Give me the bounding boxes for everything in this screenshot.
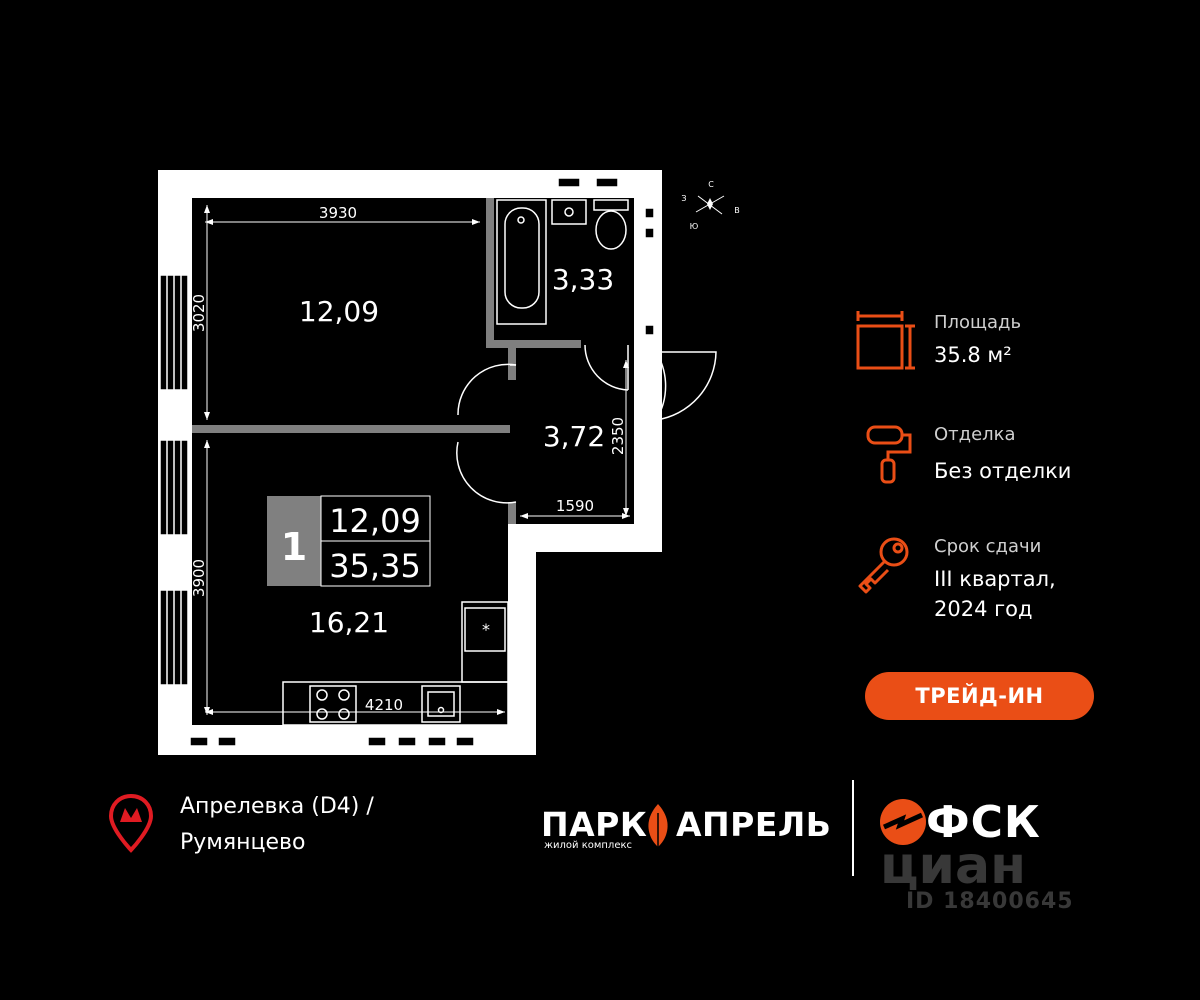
badge-room-count: 1 <box>281 525 307 569</box>
compass-south: Ю <box>690 222 699 231</box>
bath-fixtures <box>551 199 629 250</box>
room-area-bathroom: 3,33 <box>552 263 614 296</box>
metro-station-line2: Румянцево <box>180 830 306 855</box>
dim-top-width: 3930 <box>319 204 357 222</box>
finish-value: Без отделки <box>934 459 1072 483</box>
finish-label: Отделка <box>934 424 1016 445</box>
vents <box>189 177 655 747</box>
interior-walls <box>192 198 581 524</box>
brand-developer: ФСК <box>926 797 1041 848</box>
room-area-bedroom: 12,09 <box>299 295 379 328</box>
brand-park-subtitle: жилой комплекс <box>544 840 633 851</box>
dimension-lines <box>205 205 630 715</box>
bathtub <box>496 199 547 325</box>
compass-north: С <box>708 180 714 189</box>
windows-left <box>159 274 189 686</box>
compass-east: В <box>734 206 740 215</box>
deadline-value-line1: III квартал, <box>934 567 1056 591</box>
deadline-value-line2: 2024 год <box>934 597 1033 621</box>
badge-living-area: 12,09 <box>329 502 421 540</box>
area-value: 35.8 м² <box>934 343 1012 367</box>
key-icon <box>858 537 909 594</box>
room-area-hall: 3,72 <box>543 420 605 453</box>
dim-hall-height: 2350 <box>609 417 627 455</box>
trade-in-button[interactable]: ТРЕЙД-ИН <box>865 672 1094 720</box>
fsk-logo-icon <box>880 799 926 845</box>
dim-left-height-top: 3020 <box>190 294 208 332</box>
area-label: Площадь <box>934 312 1022 333</box>
dimension-arrows <box>204 205 630 715</box>
compass-west: З <box>681 194 686 203</box>
compass-icon <box>695 195 725 215</box>
badge-total-area: 35,35 <box>329 547 421 585</box>
metro-station-line1: Апрелевка (D4) / <box>180 794 374 819</box>
apartment-badge <box>267 495 431 587</box>
metro-pin-icon <box>108 793 154 853</box>
floor-area-icon <box>856 311 915 370</box>
outer-walls <box>158 170 662 755</box>
fridge-icon: * <box>482 620 490 639</box>
dim-left-height-bottom: 3900 <box>190 559 208 597</box>
watermark-id: ID 18400645 <box>906 889 1074 914</box>
brand-park-left: ПАРК <box>541 805 648 844</box>
brand-divider <box>852 780 854 876</box>
watermark-logo: циан <box>880 836 1026 896</box>
room-area-kitchen: 16,21 <box>309 606 389 639</box>
leaf-icon <box>648 804 668 847</box>
paint-roller-icon <box>866 425 912 484</box>
deadline-label: Срок сдачи <box>934 536 1042 557</box>
kitchen-fixtures <box>282 601 509 726</box>
dim-bottom-width: 4210 <box>365 696 403 714</box>
brand-park-right: АПРЕЛЬ <box>676 805 832 844</box>
dim-hall-width: 1590 <box>556 497 594 515</box>
